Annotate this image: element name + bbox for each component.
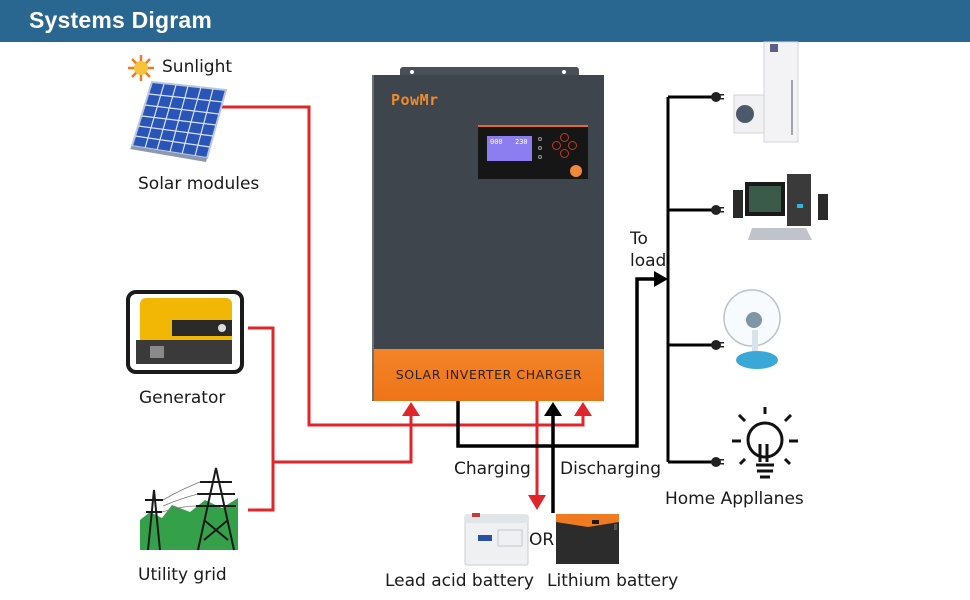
sun-icon [128,55,154,81]
charging-arrow [528,495,546,510]
output-wire [456,277,656,448]
computer-icon [733,174,828,240]
to-load-label-line1: To [630,229,648,249]
inverter-model-label: SOLAR INVERTER CHARGER [395,367,583,382]
charge-indicator-led [538,146,542,150]
down-button[interactable] [560,149,569,158]
lithium-battery-icon [556,514,619,564]
header-bar: Systems Digram [0,0,970,42]
control-panel: 000 230 [478,125,588,179]
power-button[interactable] [570,165,582,177]
to-load-label-line2: load [630,251,667,271]
generator-wire [248,326,275,512]
enter-button[interactable] [568,141,577,150]
solar-panel-icon [130,80,228,162]
lead-acid-battery-label: Lead acid battery [385,571,534,591]
home-appliances-label: Home Appllanes [665,489,804,509]
solar-wire [218,105,585,427]
sunlight-label: Sunlight [162,57,233,77]
lcd-input-reading: 000 [490,138,503,146]
page-title: Systems Digram [29,7,213,33]
ac-input-arrow [402,402,420,416]
lcd-display: 000 230 [487,136,532,161]
solar-modules-label: Solar modules [138,174,260,194]
ac-indicator-led [538,137,542,141]
appliance-tower-icon [733,41,799,143]
generator-icon [126,290,244,374]
to-load-arrow [654,271,668,287]
light-bulb-icon [732,407,798,479]
solar-input-arrow [574,402,592,416]
plug-icon [711,457,724,467]
lithium-battery-label: Lithium battery [547,571,679,591]
lead-acid-battery-icon [464,513,529,566]
utility-grid-icon [140,467,238,551]
plug-icon [711,205,724,215]
esc-button[interactable] [552,141,561,150]
discharging-label: Discharging [560,459,661,479]
grid-wire [273,414,413,464]
discharging-arrow [544,402,562,416]
inverter-mount-bracket [400,67,579,76]
utility-grid-label: Utility grid [138,565,227,585]
inverter-front-band: SOLAR INVERTER CHARGER [374,349,604,401]
lcd-output-reading: 230 [515,138,528,146]
fan-icon [723,289,781,369]
charging-label: Charging [454,459,531,479]
generator-label: Generator [139,388,226,408]
brand-logo: PowMr [391,91,439,109]
plug-icon [711,92,724,102]
solar-inverter: PowMr 000 230 SOLAR INVERTER CHARGER [372,75,604,401]
plug-icon [711,340,724,350]
or-label: OR [529,530,555,550]
fault-indicator-led [538,155,542,159]
up-button[interactable] [560,133,569,142]
